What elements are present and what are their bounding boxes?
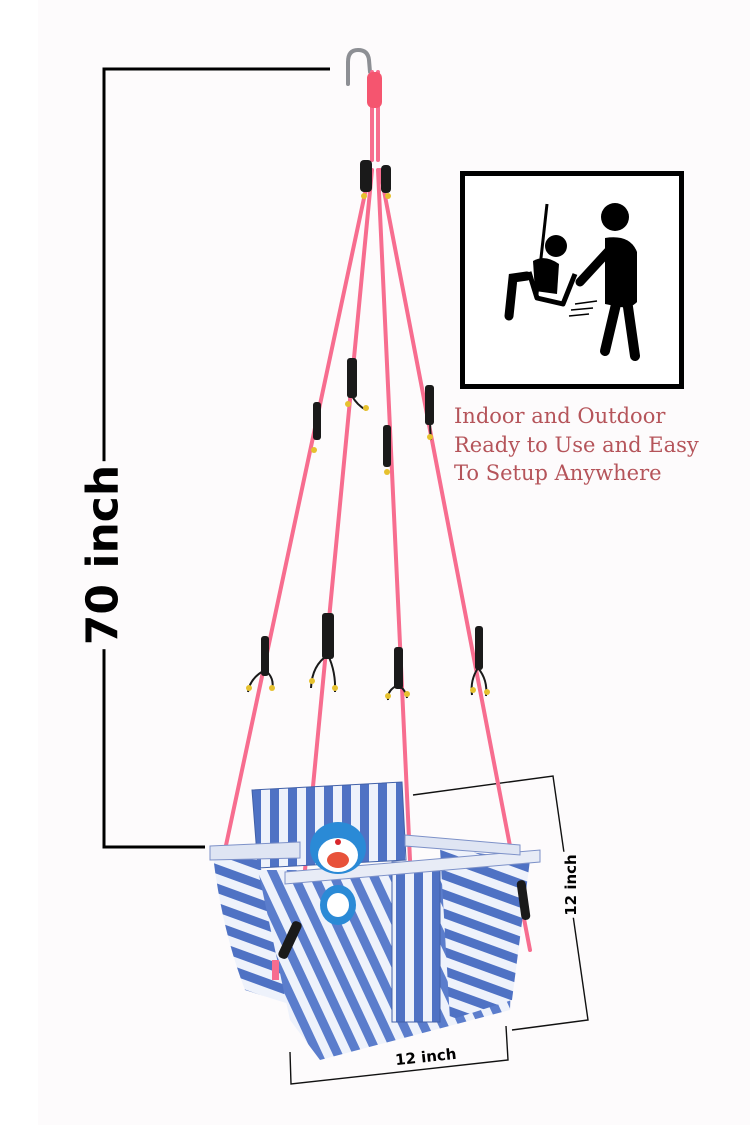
height-label: 70 inch	[77, 460, 129, 650]
feature-icon-box	[460, 171, 684, 389]
rope-tassels	[246, 358, 490, 701]
width-dimension-bracket	[289, 1025, 509, 1085]
rope-knot-top	[360, 72, 391, 199]
height-dimension-bracket	[102, 67, 330, 849]
caption-line-2: Ready to Use and Easy	[454, 432, 699, 457]
ropes	[223, 70, 532, 952]
cartoon-cat-print	[310, 822, 366, 925]
swing-seat	[209, 781, 541, 1060]
hook	[346, 47, 372, 86]
depth-label: 12 inch	[562, 852, 580, 918]
adult-pushing-child-on-swing-icon	[504, 203, 640, 361]
feature-caption: Indoor and Outdoor Ready to Use and Easy…	[454, 402, 744, 488]
caption-line-3: To Setup Anywhere	[454, 461, 662, 485]
caption-line-1: Indoor and Outdoor	[454, 404, 666, 428]
